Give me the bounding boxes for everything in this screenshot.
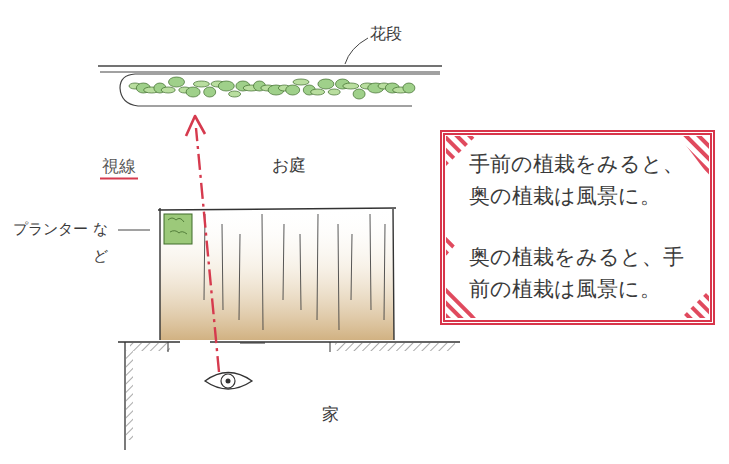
planter [164, 214, 192, 244]
plant [311, 89, 325, 95]
planter-foliage [168, 218, 187, 234]
fence-slat [384, 224, 385, 320]
planter-label: プランター など [4, 216, 108, 270]
plant [343, 83, 359, 89]
fence-shade [160, 208, 394, 340]
eye-iris [221, 374, 235, 388]
plants [129, 77, 415, 99]
hatching [130, 343, 170, 351]
sight-label: 視線 [102, 156, 136, 176]
hatching [126, 350, 133, 440]
house-wall [124, 342, 125, 450]
fence-slat [262, 214, 263, 330]
note-text: 奥の植栽をみると、手前の植栽は風景に。 [469, 242, 686, 305]
underline [100, 177, 138, 179]
sill [240, 343, 265, 344]
house-label: 家 [322, 404, 339, 424]
note-box: 手前の植栽をみると、奥の植栽は風景に。奥の植栽をみると、手前の植栽は風景に。 [440, 130, 715, 325]
flower-bed [98, 66, 442, 106]
eye-symbol [205, 373, 252, 390]
post [168, 342, 169, 352]
plant [318, 79, 334, 89]
plant [403, 83, 415, 93]
plant [286, 85, 300, 95]
hatching [335, 343, 455, 351]
fence-slat [222, 224, 223, 310]
bed-outline [120, 74, 440, 106]
plant [353, 89, 365, 99]
plant [161, 87, 175, 93]
fence-slat [283, 224, 284, 300]
fence-slat [239, 234, 240, 320]
fence [158, 208, 396, 340]
fence-slat [317, 214, 318, 320]
fence-frame [158, 208, 396, 340]
fence-slat [370, 214, 371, 310]
ground [118, 342, 460, 450]
corner-hatch [681, 290, 709, 318]
note-decoration [446, 136, 709, 318]
bed-label: 花段 [370, 24, 402, 43]
plant [229, 91, 241, 97]
eye-outline [205, 373, 252, 390]
corner-hatch [446, 236, 456, 256]
plant [293, 79, 309, 85]
plant [218, 81, 234, 91]
plant [328, 89, 340, 95]
plant [204, 87, 216, 97]
fence-slat [300, 234, 301, 310]
plant [193, 81, 209, 87]
sight-line [196, 128, 219, 372]
fence-slat [351, 234, 352, 300]
eye-pupil [226, 379, 231, 384]
leader-line [345, 38, 368, 64]
post [330, 342, 331, 352]
note-text: 手前の植栽をみると、奥の植栽は風景に。 [469, 149, 686, 212]
bed-edge [100, 71, 440, 72]
plant [186, 87, 200, 97]
arrowhead [186, 116, 205, 136]
plant [169, 77, 185, 87]
fence-slats [204, 214, 385, 330]
ground-line [118, 341, 460, 342]
bed-edge [98, 65, 442, 66]
garden-label: お庭 [272, 155, 306, 175]
fence-slat [338, 224, 339, 330]
leader-line [118, 230, 150, 231]
